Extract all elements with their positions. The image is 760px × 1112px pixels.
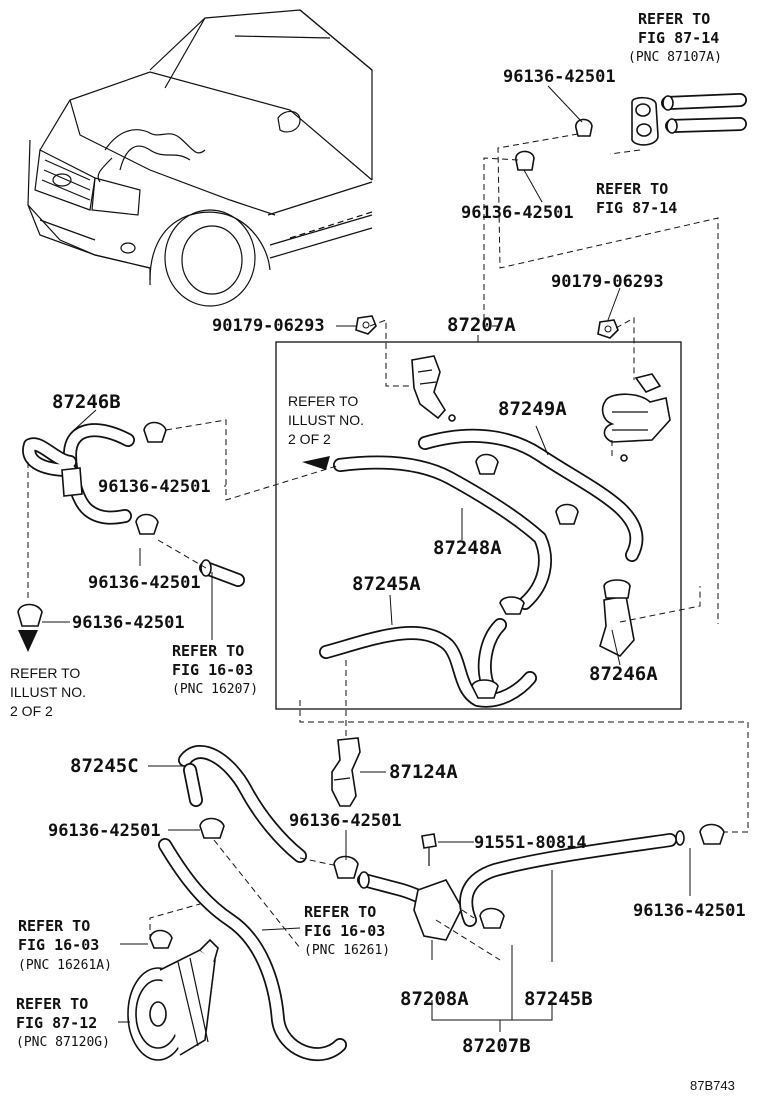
label-hose-87245b: 87245B (524, 988, 593, 1010)
bracket-87124a (331, 737, 361, 807)
hose-clamp (333, 855, 359, 879)
callout-refer-87-14-mid-line1: REFER TO (596, 180, 668, 198)
callout-refer-16-03-center-line2: FIG 16-03 (304, 922, 385, 940)
label-hose-87245c: 87245C (70, 755, 139, 777)
hose-clamp (699, 823, 725, 845)
hose-clamp (575, 118, 593, 137)
pipe-87208a (357, 871, 463, 941)
callout-refer-16-03-bl-line2: FIG 16-03 (18, 936, 99, 954)
bolt (421, 833, 437, 866)
label-assembly-87207a: 87207A (447, 314, 516, 336)
callout-refer-16-03-bl-line1: REFER TO (18, 917, 90, 935)
power-steering-pump (127, 929, 219, 1061)
dashed-guide-lines (27, 133, 749, 961)
callout-refer-87-12-line1: REFER TO (16, 995, 88, 1013)
hose-clamp (143, 421, 167, 443)
callout-refer-16-03-center-line3: (PNC 16261) (304, 943, 390, 958)
label-bracket-87124a: 87124A (389, 761, 458, 783)
hose-clamp (515, 150, 535, 171)
callout-refer-87-14-top-line3: (PNC 87107A) (628, 50, 722, 65)
hose-87245b (459, 830, 685, 927)
hose-clamp (471, 679, 499, 699)
hose-87246a (599, 579, 635, 657)
callout-refer-87-12-line2: FIG 87-12 (16, 1014, 97, 1032)
callout-illust-right-line3: 2 OF 2 (288, 431, 331, 447)
callout-refer-16-03-left-line3: (PNC 16207) (172, 682, 258, 697)
direction-arrow (18, 630, 38, 652)
vehicle-illustration (27, 9, 373, 307)
callout-refer-16-03-bl-line3: (PNC 16261A) (18, 958, 112, 973)
hose-bracket (601, 373, 671, 462)
nut (355, 315, 377, 335)
label-nut-right: 90179-06293 (551, 272, 664, 292)
label-hose-87246b: 87246B (52, 391, 121, 413)
hose-87249a (418, 428, 644, 562)
label-hose-87245a: 87245A (352, 573, 421, 595)
callout-refer-87-14-top-line1: REFER TO (638, 10, 710, 28)
label-clamp-left-a: 96136-42501 (98, 477, 211, 497)
hose-clamp (17, 603, 43, 627)
hose-87246b (22, 423, 135, 525)
label-clamp-top-a: 96136-42501 (503, 67, 616, 87)
callout-illust-left-line2: ILLUST NO. (10, 684, 86, 700)
grommet (631, 96, 659, 146)
hose-87245a (319, 618, 537, 708)
label-hose-87246a: 87246A (589, 663, 658, 685)
heater-pipe-end (199, 559, 245, 587)
callout-illust-left-line3: 2 OF 2 (10, 703, 53, 719)
label-hose-87249a: 87249A (498, 398, 567, 420)
hose-clamp (475, 453, 499, 475)
hose-clamp (199, 817, 225, 839)
hose-bracket (411, 355, 456, 422)
label-clamp-bottom-b: 96136-42501 (289, 811, 402, 831)
label-clamp-left-b: 96136-42501 (88, 573, 201, 593)
label-hose-87248a: 87248A (433, 537, 502, 559)
label-clamp-bottom-a: 96136-42501 (48, 821, 161, 841)
label-clamp-left-c: 96136-42501 (72, 613, 185, 633)
callout-refer-16-03-left-line1: REFER TO (172, 642, 244, 660)
direction-arrow (302, 456, 330, 470)
illustration-code: 87B743 (690, 1078, 735, 1093)
callout-illust-right-line1: REFER TO (288, 393, 358, 409)
label-assembly-87207b: 87207B (462, 1035, 531, 1057)
label-clamp-top-b: 96136-42501 (461, 203, 574, 223)
hose-clamp (499, 596, 525, 615)
hose-87245c (158, 745, 347, 1062)
label-nut-left: 90179-06293 (212, 316, 325, 336)
heater-pipes (661, 93, 747, 134)
callout-refer-16-03-left-line2: FIG 16-03 (172, 661, 253, 679)
hose-87248a (333, 455, 552, 610)
callout-refer-16-03-center-line1: REFER TO (304, 903, 376, 921)
callout-refer-87-12-line3: (PNC 87120G) (16, 1035, 110, 1050)
label-clamp-bottom-right: 96136-42501 (633, 901, 746, 921)
callout-refer-87-14-top-line2: FIG 87-14 (638, 29, 719, 47)
callout-illust-right-line2: ILLUST NO. (288, 412, 364, 428)
hose-clamp (555, 503, 579, 525)
label-pipe-87208a: 87208A (400, 988, 469, 1010)
label-bolt: 91551-80814 (474, 833, 587, 853)
hose-clamp (135, 513, 159, 535)
nut (597, 319, 619, 339)
leader-lines (42, 85, 691, 1032)
callout-refer-87-14-mid-line2: FIG 87-14 (596, 199, 677, 217)
callout-illust-left-line1: REFER TO (10, 665, 80, 681)
hose-clamp (479, 907, 505, 929)
